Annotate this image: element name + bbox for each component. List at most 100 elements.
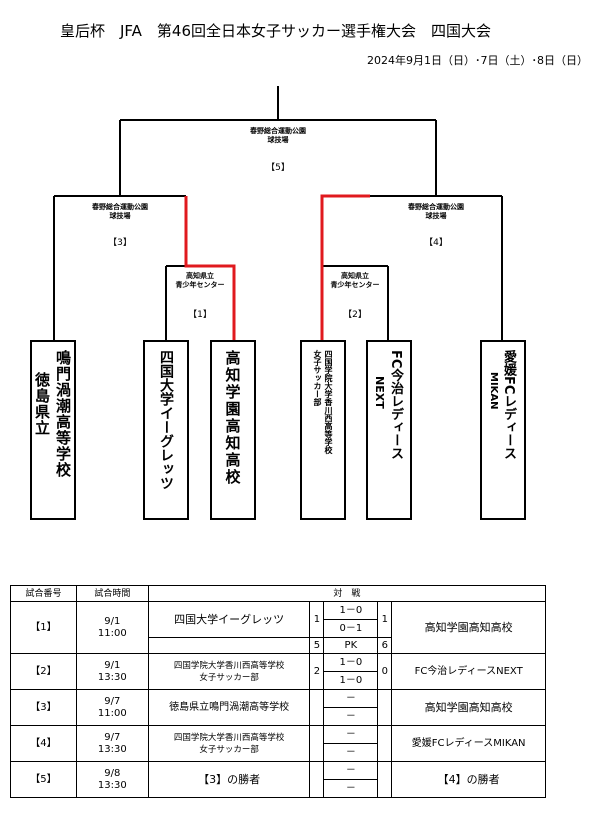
m2-home-score: 2 bbox=[309, 653, 325, 690]
venue-final-line1: 春野総合運動公園 bbox=[250, 127, 306, 135]
m2-half1: 1－0 bbox=[323, 653, 379, 672]
m2-home-line2: 女子サッカー部 bbox=[199, 672, 259, 683]
venue-m2-line2: 青少年センター bbox=[330, 281, 380, 289]
venue-m1-line1: 高知県立 bbox=[186, 272, 214, 280]
venue-right: 春野総合運動公園 球技場 bbox=[408, 203, 464, 221]
venue-final: 春野総合運動公園 球技場 bbox=[250, 127, 306, 145]
team-box-kochi-gakuen: 高知学園高知高校 bbox=[210, 340, 256, 520]
table-row: 【3】 9/7 11:00 徳島県立鳴門渦潮高等学校 － 高知学園高知高校 bbox=[10, 689, 546, 726]
m4-home-line2: 女子サッカー部 bbox=[199, 744, 259, 755]
m5-half1: － bbox=[323, 761, 379, 780]
m2-home-line1: 四国学院大学香川西高等学校 bbox=[173, 660, 285, 671]
m4-date: 9/7 bbox=[104, 731, 121, 743]
m2-home: 四国学院大学香川西高等学校 女子サッカー部 bbox=[147, 653, 311, 690]
m5-half2: － bbox=[323, 779, 379, 798]
venue-left-line2: 球技場 bbox=[109, 212, 131, 220]
table-row: 5 PK 6 bbox=[11, 637, 546, 654]
m1-home: 四国大学イーグレッツ bbox=[147, 601, 311, 638]
m5-time: 13:30 bbox=[97, 779, 127, 791]
venue-final-line2: 球技場 bbox=[267, 136, 289, 144]
venue-right-line2: 球技場 bbox=[425, 212, 447, 220]
m3-home: 徳島県立鳴門渦潮高等学校 bbox=[147, 689, 311, 726]
m2-date: 9/1 bbox=[104, 659, 121, 671]
header-match: 対 戦 bbox=[147, 585, 547, 602]
m1-pk-home: 5 bbox=[309, 637, 325, 654]
team-imabari-col1: FC今治レディース bbox=[388, 350, 403, 460]
m1-pk-label: PK bbox=[323, 637, 379, 654]
m1-datetime: 9/1 11:00 bbox=[75, 601, 149, 654]
page-title: 皇后杯 JFA 第46回全日本女子サッカー選手権大会 四国大会 bbox=[60, 22, 492, 40]
m1-pk-away: 6 bbox=[377, 637, 393, 654]
slot-m2: 【2】 bbox=[343, 310, 367, 320]
m5-home: 【3】の勝者 bbox=[147, 761, 311, 798]
venue-right-line1: 春野総合運動公園 bbox=[408, 203, 464, 211]
table-row: 【2】 9/1 13:30 四国学院大学香川西高等学校 女子サッカー部 2 1－… bbox=[10, 653, 546, 690]
m2-datetime: 9/1 13:30 bbox=[75, 653, 149, 690]
venue-left-line1: 春野総合運動公園 bbox=[92, 203, 148, 211]
table-row: 【1】 9/1 11:00 四国大学イーグレッツ 1 1－0 1 高知学園高知高… bbox=[10, 601, 546, 654]
team-naruto-col2: 徳島県立 bbox=[33, 372, 51, 436]
m4-half2: － bbox=[323, 743, 379, 762]
m4-away: 愛媛FCレディースMIKAN bbox=[391, 725, 546, 762]
m3-datetime: 9/7 11:00 bbox=[75, 689, 149, 726]
m2-away: FC今治レディースNEXT bbox=[391, 653, 546, 690]
slot-final: 【5】 bbox=[266, 163, 290, 173]
team-ehime-col2: MIKAN bbox=[488, 372, 499, 410]
m1-no: 【1】 bbox=[10, 601, 77, 654]
tournament-bracket bbox=[53, 86, 503, 340]
table-row: 【4】 9/7 13:30 四国学院大学香川西高等学校 女子サッカー部 － 愛媛… bbox=[10, 725, 546, 762]
team-shikoku-gakuin-col2: 女子サッカー部 bbox=[313, 350, 322, 406]
m2-time: 13:30 bbox=[97, 671, 127, 683]
header-match-time: 試合時間 bbox=[75, 585, 149, 602]
m4-datetime: 9/7 13:30 bbox=[75, 725, 149, 762]
m1-home-score: 1 bbox=[309, 601, 325, 638]
m5-datetime: 9/8 13:30 bbox=[75, 761, 149, 798]
venue-m1-line2: 青少年センター bbox=[175, 281, 225, 289]
team-ehime-col1: 愛媛FCレディース bbox=[501, 350, 516, 460]
m4-home: 四国学院大学香川西高等学校 女子サッカー部 bbox=[147, 725, 311, 762]
m4-half1: － bbox=[323, 725, 379, 744]
header-match-no: 試合番号 bbox=[10, 585, 77, 602]
m3-time: 11:00 bbox=[97, 707, 127, 719]
m2-half2: 1－0 bbox=[323, 671, 379, 690]
team-kochi-gakuen-name: 高知学園高知高校 bbox=[223, 350, 242, 486]
m4-time: 13:30 bbox=[97, 743, 127, 755]
slot-right: 【4】 bbox=[424, 238, 448, 248]
venue-m2-line1: 高知県立 bbox=[341, 272, 369, 280]
team-box-ehime: 愛媛FCレディース MIKAN bbox=[480, 340, 526, 520]
m1-half1: 1－0 bbox=[323, 601, 379, 620]
table-row: － bbox=[11, 779, 546, 798]
slot-m1: 【1】 bbox=[188, 310, 212, 320]
event-dates: 2024年9月1日（日）･7日（土）･8日（日） bbox=[367, 54, 588, 67]
m3-date: 9/7 bbox=[104, 695, 121, 707]
bracket-m1-winner-line bbox=[184, 196, 236, 340]
m5-no: 【5】 bbox=[10, 761, 77, 798]
team-shikoku-univ-name: 四国大学イーグレッツ bbox=[158, 350, 174, 490]
team-box-shikoku-gakuin: 四国学院大学香川西高等学校 女子サッカー部 bbox=[300, 340, 346, 520]
m1-away-score: 1 bbox=[377, 601, 393, 638]
m4-home-line1: 四国学院大学香川西高等学校 bbox=[173, 732, 285, 743]
m3-half1: － bbox=[323, 689, 379, 708]
m1-date: 9/1 bbox=[104, 615, 121, 627]
team-naruto-col1: 鳴門渦潮高等学校 bbox=[54, 350, 72, 478]
m5-away: 【4】の勝者 bbox=[391, 761, 546, 798]
m3-no: 【3】 bbox=[10, 689, 77, 726]
team-box-imabari: FC今治レディース NEXT bbox=[366, 340, 412, 520]
team-box-shikoku-univ: 四国大学イーグレッツ bbox=[143, 340, 189, 520]
m2-no: 【2】 bbox=[10, 653, 77, 690]
m3-half2: － bbox=[323, 707, 379, 726]
m2-away-score: 0 bbox=[377, 653, 393, 690]
team-imabari-col2: NEXT bbox=[373, 376, 386, 409]
venue-left: 春野総合運動公園 球技場 bbox=[92, 203, 148, 221]
venue-m1: 高知県立 青少年センター bbox=[176, 272, 225, 290]
table-row: 【5】 9/8 13:30 【3】の勝者 － 【4】の勝者 bbox=[10, 761, 546, 798]
team-shikoku-gakuin-col1: 四国学院大学香川西高等学校 bbox=[324, 350, 333, 454]
venue-m2: 高知県立 青少年センター bbox=[331, 272, 380, 290]
team-box-naruto: 鳴門渦潮高等学校 徳島県立 bbox=[30, 340, 76, 520]
m1-time: 11:00 bbox=[97, 627, 127, 639]
schedule-table: 試合番号 試合時間 対 戦 【1】 9/1 11:00 四国大学イーグレッツ 1… bbox=[10, 585, 547, 798]
m1-away: 高知学園高知高校 bbox=[391, 601, 546, 654]
m1-half2: 0－1 bbox=[323, 619, 379, 638]
m4-no: 【4】 bbox=[10, 725, 77, 762]
schedule-header-row: 試合番号 試合時間 対 戦 bbox=[10, 585, 547, 602]
